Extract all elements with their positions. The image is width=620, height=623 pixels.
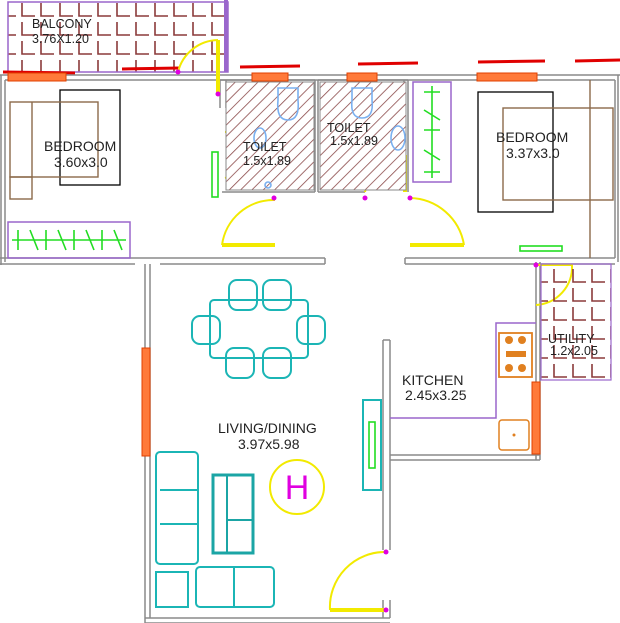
toilet-right-size: 1.5x1.89 (330, 134, 378, 148)
bedroom-left-name: BEDROOM (44, 138, 116, 154)
toilet-right-name: TOILET (327, 121, 371, 135)
coffee-table (211, 473, 255, 555)
kitchen-name: KITCHEN (402, 372, 463, 388)
bedroom-right: BEDROOM 3.37x3.0 (477, 80, 614, 258)
wardrobe-left (7, 221, 131, 259)
living-size: 3.97x5.98 (238, 436, 300, 452)
h-marker-circle (269, 459, 325, 515)
toilet-left: TOILET 1.5x1.89 (225, 81, 315, 191)
windows (7, 72, 541, 457)
mirror-left (211, 151, 219, 198)
utility-size: 1.2x2.05 (550, 344, 598, 358)
kitchen-size: 2.45x3.25 (405, 387, 467, 403)
utility-name: UTILITY (548, 332, 595, 346)
balcony: BALCONY 3.76X1.20 (7, 0, 229, 73)
h-marker: H (285, 469, 310, 507)
tv-unit (362, 399, 382, 491)
toilet-left-size: 1.5x1.89 (243, 154, 291, 168)
balcony-name: BALCONY (32, 17, 92, 31)
wardrobe-middle (412, 81, 452, 183)
dining-table (191, 279, 326, 379)
bedroom-right-name: BEDROOM (496, 129, 568, 145)
toilet-left-name: TOILET (243, 140, 287, 154)
bedroom-left: BEDROOM 3.60x3.0 (7, 81, 452, 259)
balcony-size: 3.76X1.20 (32, 32, 89, 46)
stove-icon (498, 332, 533, 378)
living-dining: H LIVING/DINING 3.97x5.98 (155, 279, 382, 608)
sink-icon (498, 419, 530, 451)
utility: UTILITY 1.2x2.05 (540, 263, 612, 381)
sofa (155, 451, 275, 608)
bedroom-right-size: 3.37x3.0 (506, 145, 560, 161)
toilet-right: TOILET 1.5x1.89 (319, 81, 407, 191)
bedroom-left-size: 3.60x3.0 (54, 154, 108, 170)
living-name: LIVING/DINING (218, 420, 317, 436)
kitchen: KITCHEN 2.45x3.25 (390, 322, 536, 451)
